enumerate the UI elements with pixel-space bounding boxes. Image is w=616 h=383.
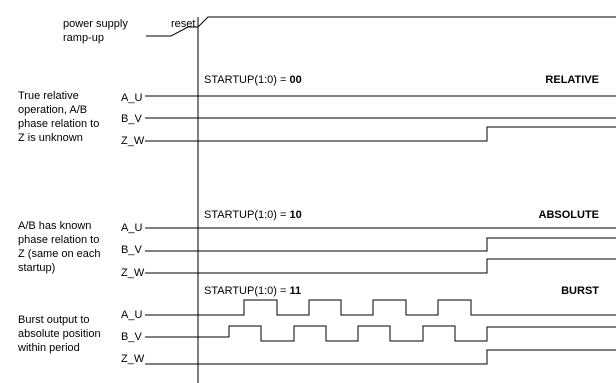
mode-label: RELATIVE — [545, 74, 599, 86]
panel-description-line: A/B has known — [18, 220, 91, 232]
panel-description-line: True relative — [18, 90, 79, 102]
panel-description-line: Z is unknown — [18, 132, 83, 144]
signal-label-a-u: A_U — [121, 309, 142, 321]
startup-prefix: STARTUP(1:0) = — [204, 209, 289, 221]
startup-prefix: STARTUP(1:0) = — [204, 74, 289, 86]
waveform-z-w — [145, 126, 616, 142]
signal-label-z-w: Z_W — [121, 353, 145, 365]
waveform-b-v — [145, 325, 616, 342]
signal-label-b-v: B_V — [121, 331, 142, 343]
startup-prefix: STARTUP(1:0) = — [204, 285, 289, 297]
signal-label-a-u: A_U — [121, 92, 142, 104]
panel-description-line: startup) — [18, 262, 55, 274]
panel-description-line: Burst output to — [18, 314, 90, 326]
power-supply-label-line2: ramp-up — [63, 32, 104, 44]
mode-label: ABSOLUTE — [539, 209, 600, 221]
panel-description-line: operation, A/B — [18, 104, 87, 116]
signal-label-b-v: B_V — [121, 244, 142, 256]
waveform-b-v — [145, 237, 616, 252]
panel-description-line: absolute position — [18, 328, 101, 340]
waveform-z-w — [145, 258, 616, 274]
waveform-z-w — [145, 349, 616, 365]
startup-value: 00 — [289, 74, 301, 86]
signal-label-a-u: A_U — [121, 222, 142, 234]
power-supply-header: power supply ramp-up reset — [63, 16, 616, 44]
reset-label: reset — [171, 18, 195, 30]
panel-description-line: phase relation to — [18, 118, 99, 130]
power-supply-waveform — [146, 16, 616, 37]
startup-setting: STARTUP(1:0) = 10 — [204, 209, 302, 221]
waveform-a-u — [145, 299, 616, 316]
signal-label-b-v: B_V — [121, 113, 142, 125]
signal-label-z-w: Z_W — [121, 267, 145, 279]
startup-setting: STARTUP(1:0) = 00 — [204, 74, 302, 86]
power-supply-label-line1: power supply — [63, 18, 128, 30]
panel-absolute: A/B has known phase relation to Z (same … — [18, 209, 616, 279]
panel-description-line: Z (same on each — [18, 248, 101, 260]
startup-setting: STARTUP(1:0) = 11 — [204, 285, 301, 297]
signal-label-z-w: Z_W — [121, 135, 145, 147]
panel-relative: True relative operation, A/B phase relat… — [18, 74, 616, 147]
panel-description-line: phase relation to — [18, 234, 99, 246]
startup-value: 11 — [289, 285, 301, 297]
mode-label: BURST — [561, 285, 599, 297]
panel-description-line: within period — [17, 342, 80, 354]
panel-burst: Burst output to absolute position within… — [17, 285, 616, 365]
startup-value: 10 — [289, 209, 301, 221]
